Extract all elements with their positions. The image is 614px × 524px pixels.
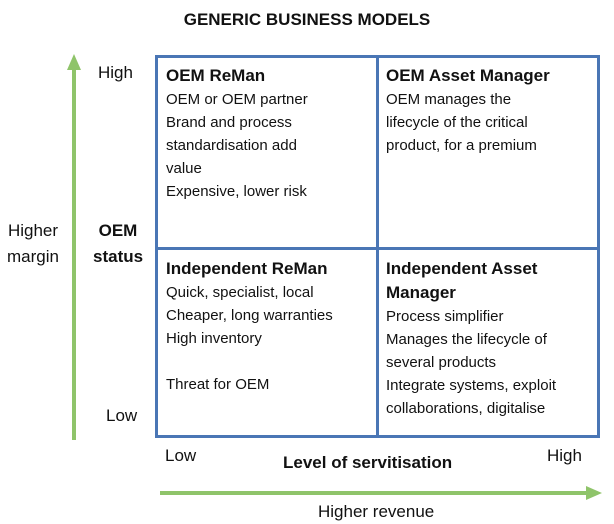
quadrant-line: product, for a premium bbox=[386, 137, 537, 154]
quadrant-line: Process simplifier bbox=[386, 308, 504, 325]
y-arrow-label: Higher margin bbox=[0, 218, 66, 270]
quadrant-bottom-right: Independent Asset Manager Process simpli… bbox=[386, 257, 556, 420]
horizontal-arrow bbox=[160, 486, 602, 500]
quadrant-line: Threat for OEM bbox=[166, 376, 270, 393]
quadrant-heading: Independent Asset bbox=[386, 259, 538, 278]
quadrant-heading: OEM Asset Manager bbox=[386, 66, 550, 85]
quadrant-line: several products bbox=[386, 354, 497, 371]
quadrant-line: Integrate systems, exploit bbox=[386, 377, 557, 394]
y-high-label: High bbox=[98, 63, 133, 82]
x-arrow-label: Higher revenue bbox=[318, 502, 435, 521]
quadrant-top-left: OEM ReMan OEM or OEM partner Brand and p… bbox=[166, 64, 308, 203]
quadrant-line: OEM or OEM partner bbox=[166, 91, 308, 108]
x-axis-label: Level of servitisation bbox=[283, 453, 453, 472]
quadrant-heading: Independent ReMan bbox=[166, 259, 328, 278]
quadrant-line: Brand and process bbox=[166, 114, 292, 131]
quadrant-line: value bbox=[166, 160, 202, 177]
x-high-label: High bbox=[547, 446, 582, 465]
grid-horizontal-divider bbox=[155, 247, 600, 250]
quadrant-line: Manages the lifecycle of bbox=[386, 331, 547, 348]
diagram-title: GENERIC BUSINESS MODELS bbox=[183, 10, 431, 29]
grid-vertical-divider bbox=[376, 55, 379, 438]
quadrant-line: collaborations, digitalise bbox=[386, 400, 546, 417]
quadrant-line bbox=[166, 350, 333, 373]
quadrant-line: Expensive, lower risk bbox=[166, 183, 307, 200]
y-axis-label-text: OEM status bbox=[93, 221, 144, 266]
quadrant-line: High inventory bbox=[166, 330, 262, 347]
y-axis-label: OEM status bbox=[86, 218, 150, 270]
quadrant-line: Quick, specialist, local bbox=[166, 284, 314, 301]
quadrant-bottom-left: Independent ReMan Quick, specialist, loc… bbox=[166, 257, 333, 396]
quadrant-heading: OEM ReMan bbox=[166, 66, 266, 85]
quadrant-line: Cheaper, long warranties bbox=[166, 307, 333, 324]
y-low-label: Low bbox=[106, 406, 138, 425]
y-arrow-label-text: Higher margin bbox=[7, 221, 59, 266]
quadrant-line: OEM manages the bbox=[386, 91, 512, 108]
x-low-label: Low bbox=[165, 446, 197, 465]
quadrant-top-right: OEM Asset Manager OEM manages the lifecy… bbox=[386, 64, 550, 157]
quadrant-line: standardisation add bbox=[166, 137, 297, 154]
quadrant-line: lifecycle of the critical bbox=[386, 114, 528, 131]
vertical-arrow bbox=[67, 54, 81, 440]
quadrant-heading: Manager bbox=[386, 283, 456, 302]
